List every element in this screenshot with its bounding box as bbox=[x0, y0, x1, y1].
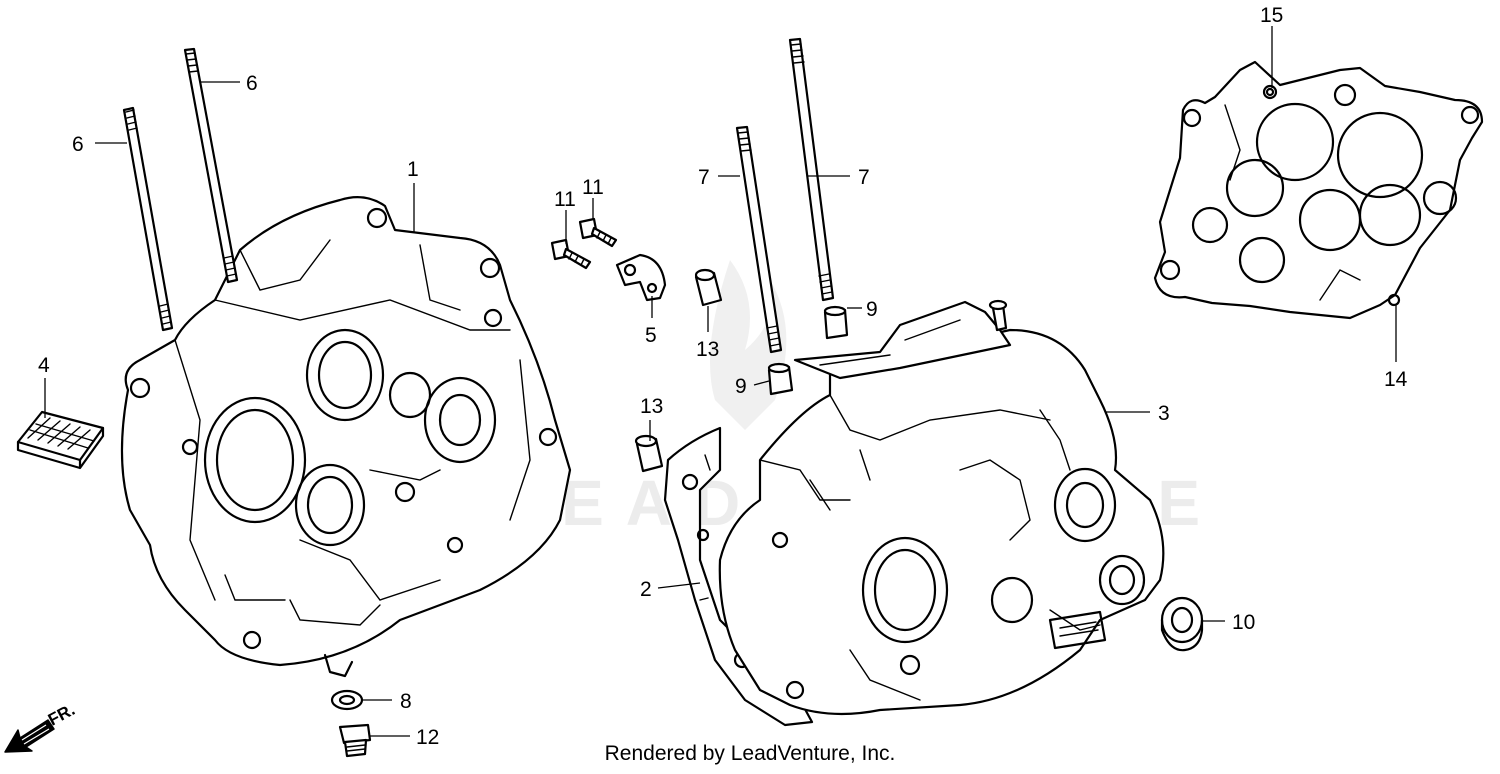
callout-6-rear: 6 bbox=[246, 72, 258, 95]
stud-bolt-7-long[interactable] bbox=[788, 37, 835, 302]
stud-bolt-6-rear[interactable] bbox=[183, 47, 239, 284]
callout-labels: 1 2 3 4 5 6 6 7 7 8 9 9 10 11 11 12 13 1… bbox=[38, 4, 1408, 749]
callout-14: 14 bbox=[1384, 368, 1408, 391]
callout-5: 5 bbox=[645, 324, 657, 347]
callout-15: 15 bbox=[1260, 4, 1283, 27]
oil-seal[interactable] bbox=[1160, 596, 1204, 652]
callout-13-lower: 13 bbox=[640, 395, 663, 418]
callout-7-long: 7 bbox=[858, 166, 870, 189]
callout-6-front: 6 bbox=[72, 133, 84, 156]
callout-12: 12 bbox=[416, 726, 439, 749]
callout-leaders bbox=[44, 26, 1397, 737]
callout-1: 1 bbox=[407, 158, 419, 181]
callout-4: 4 bbox=[38, 354, 50, 377]
dowel-pin-13-lower[interactable] bbox=[634, 434, 664, 473]
callout-3: 3 bbox=[1158, 402, 1170, 425]
sealing-washer[interactable] bbox=[330, 689, 364, 711]
callout-9-upper: 9 bbox=[866, 298, 878, 321]
bolt-11-right[interactable] bbox=[578, 217, 618, 248]
stud-bolt-7-short[interactable] bbox=[735, 125, 783, 354]
callout-2: 2 bbox=[640, 578, 652, 601]
cover-gasket[interactable] bbox=[1153, 60, 1484, 320]
render-credit: Rendered by LeadVenture, Inc. bbox=[604, 742, 896, 765]
callout-10: 10 bbox=[1232, 611, 1255, 634]
left-crankcase[interactable] bbox=[120, 195, 572, 678]
dowel-pin-9-lower[interactable] bbox=[767, 362, 794, 396]
callout-9-lower: 9 bbox=[735, 375, 747, 398]
callout-13-upper: 13 bbox=[696, 338, 719, 361]
callout-11-right: 11 bbox=[582, 176, 604, 199]
oil-strainer-screen[interactable] bbox=[16, 410, 105, 470]
callout-8: 8 bbox=[400, 690, 412, 713]
right-crankcase[interactable] bbox=[718, 299, 1165, 716]
bolt-11-left[interactable] bbox=[550, 238, 592, 270]
callout-7-short: 7 bbox=[698, 166, 710, 189]
callout-11-left: 11 bbox=[554, 188, 576, 211]
drain-bolt[interactable] bbox=[338, 723, 372, 758]
dowel-pin-9-upper[interactable] bbox=[823, 305, 849, 340]
dowel-pin-13-upper[interactable] bbox=[694, 268, 723, 307]
bracket-plate[interactable] bbox=[615, 253, 667, 302]
stud-bolt-6-front[interactable] bbox=[122, 106, 174, 332]
